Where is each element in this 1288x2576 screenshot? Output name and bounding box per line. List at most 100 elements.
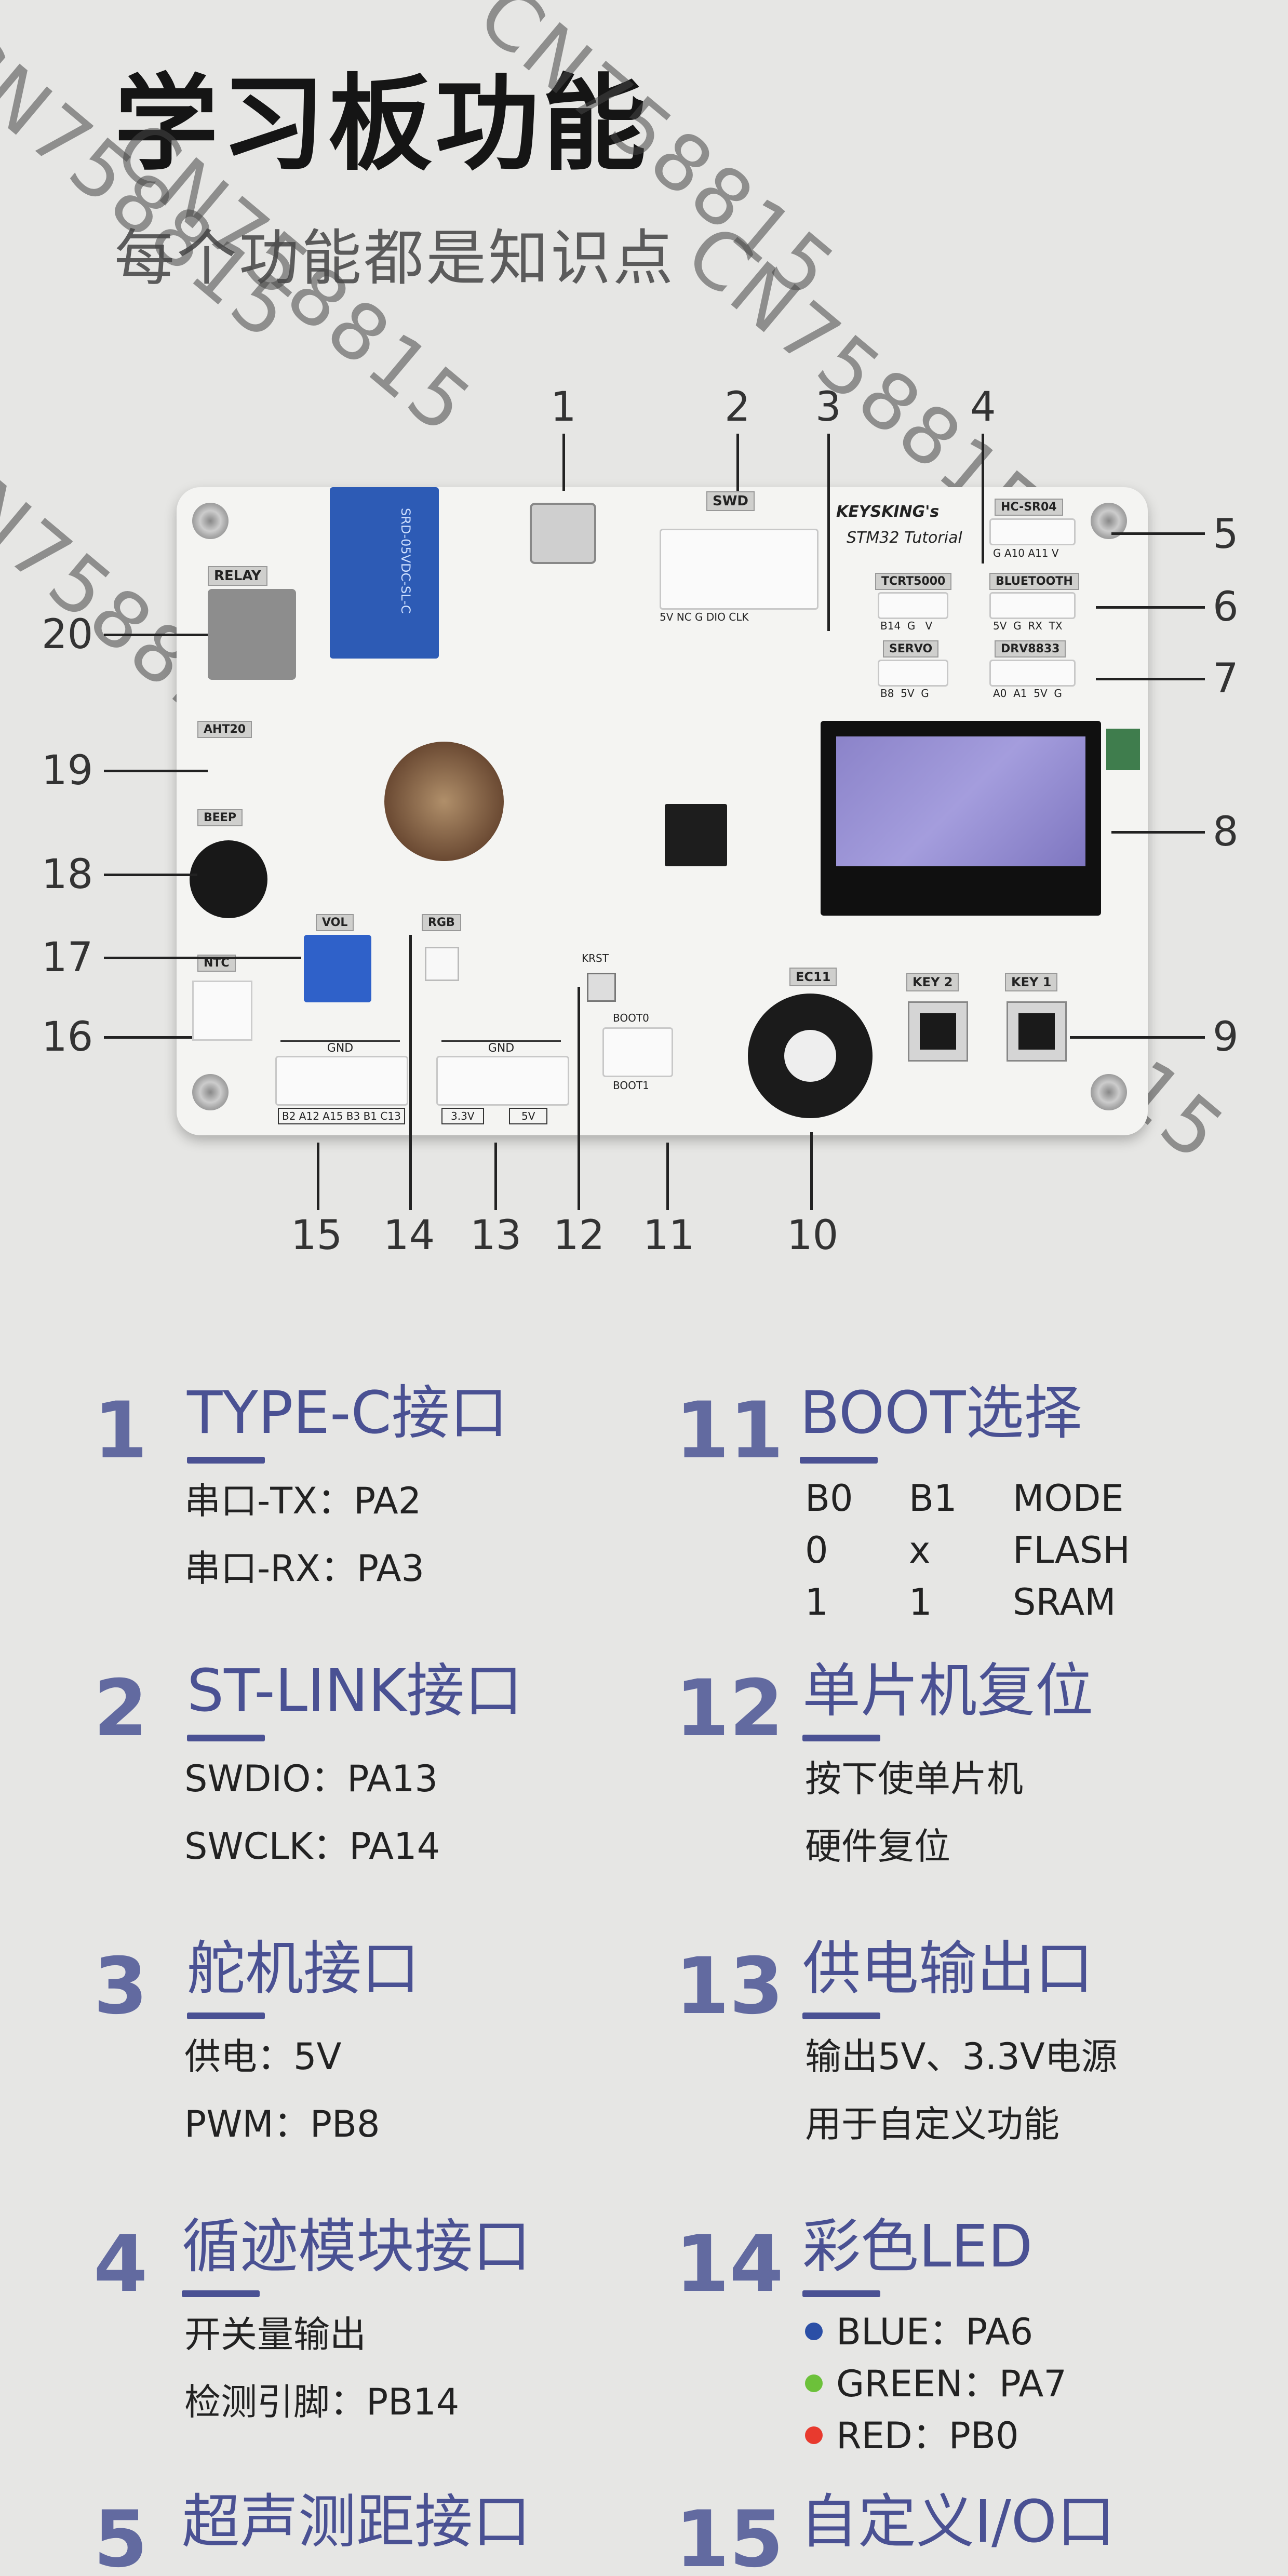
reset-button[interactable] <box>587 973 616 1002</box>
callout-6: 6 <box>1213 584 1239 630</box>
io-pin-labels: B2 A12 A15 B3 B1 C13 <box>278 1108 405 1124</box>
callout-8: 8 <box>1213 809 1239 855</box>
feature-number: 15 <box>675 2494 784 2576</box>
feature-title: 供电输出口 <box>802 1935 1093 2003</box>
potentiometer[interactable] <box>304 935 371 1002</box>
boot1-label: BOOT1 <box>613 1079 649 1092</box>
feature-title: 单片机复位 <box>802 1657 1093 1725</box>
feature-number: 2 <box>93 1663 148 1754</box>
hc-sr04-label: HC-SR04 <box>995 499 1063 516</box>
boot-cell: 1 <box>909 1581 932 1624</box>
feature-detail: SWCLK：PA14 <box>184 1825 440 1868</box>
tcrt-label: TCRT5000 <box>875 573 952 590</box>
feature-number: 12 <box>675 1663 784 1754</box>
boot-cell: FLASH <box>1013 1529 1130 1572</box>
rgb-label: RGB <box>422 914 461 931</box>
encoder-knob[interactable] <box>784 1030 836 1082</box>
led-label: GREEN：PA7 <box>836 2363 1067 2405</box>
boot-cell: 0 <box>805 1529 828 1572</box>
v33-label: 3.3V <box>441 1108 484 1124</box>
usb-c-port[interactable] <box>530 503 596 564</box>
dev-board: SRD-05VDC-SL-C RELAY SWD 5V NC G DIO CLK… <box>177 487 1148 1135</box>
drv8833-pins: A0 A1 5V G <box>993 687 1062 700</box>
callout-18: 18 <box>42 851 93 898</box>
callout-1: 1 <box>551 384 576 431</box>
boot-col-b0: B0 <box>805 1477 853 1520</box>
feature-detail: 输出5V、3.3V电源 <box>805 2035 1118 2078</box>
swd-label: SWD <box>706 491 755 511</box>
swd-pin-labels: 5V NC G DIO CLK <box>660 611 749 623</box>
rgb-led <box>425 947 459 981</box>
vol-label: VOL <box>316 914 354 931</box>
servo-header[interactable] <box>878 660 948 687</box>
oled-screen <box>836 736 1085 866</box>
board-brand: KEYSKING's <box>836 503 940 521</box>
feature-detail: PWM：PB8 <box>184 2103 380 2145</box>
feature-title: ST-LINK接口 <box>187 1657 523 1725</box>
callout-10: 10 <box>787 1212 839 1259</box>
led-green: GREEN：PA7 <box>805 2366 1067 2402</box>
feature-detail: 硬件复位 <box>805 1825 950 1868</box>
callout-5: 5 <box>1213 511 1239 558</box>
feature-detail: 开关量输出 <box>184 2313 366 2356</box>
key1-button[interactable] <box>1007 1001 1067 1062</box>
callout-16: 16 <box>42 1014 93 1061</box>
feature-detail: 检测引脚：PB14 <box>184 2381 460 2423</box>
led-red: RED：PB0 <box>805 2418 1019 2454</box>
page-subtitle: 每个功能都是知识点 <box>114 223 675 293</box>
callout-7: 7 <box>1213 655 1239 702</box>
feature-title: 舵机接口 <box>187 1935 420 2003</box>
coin-cell <box>384 742 504 861</box>
relay-label: RELAY <box>208 566 267 586</box>
gnd-label-1: GND <box>280 1040 400 1055</box>
relay-part-number: SRD-05VDC-SL-C <box>398 508 413 614</box>
feature-title: 循迹模块接口 <box>182 2213 531 2280</box>
bluetooth-label: BLUETOOTH <box>989 573 1079 590</box>
relay-module: SRD-05VDC-SL-C <box>330 487 439 659</box>
callout-12: 12 <box>553 1212 605 1259</box>
callout-19: 19 <box>42 747 93 794</box>
feature-detail: 串口-RX：PA3 <box>184 1547 425 1590</box>
ec11-label: EC11 <box>789 968 837 986</box>
green-dot-icon <box>805 2374 823 2392</box>
gnd-label-2: GND <box>441 1040 561 1055</box>
led-label: RED：PB0 <box>836 2414 1019 2457</box>
drv8833-header[interactable] <box>989 660 1076 687</box>
feature-number: 11 <box>675 1386 784 1476</box>
callout-4: 4 <box>970 384 996 431</box>
mcu-chip <box>665 804 727 866</box>
board-product: STM32 Tutorial <box>847 529 962 547</box>
feature-title: 超声测距接口 <box>182 2488 531 2556</box>
servo-pins: B8 5V G <box>880 687 929 700</box>
feature-number: 4 <box>93 2219 148 2310</box>
mount-hole <box>192 1074 229 1110</box>
feature-number: 1 <box>93 1386 148 1476</box>
key2-button[interactable] <box>908 1001 968 1062</box>
tcrt-header[interactable] <box>878 592 948 619</box>
feature-title: TYPE-C接口 <box>187 1379 508 1447</box>
led-blue: BLUE：PA6 <box>805 2314 1033 2350</box>
boot-cell: SRAM <box>1013 1581 1116 1624</box>
boot-cell: x <box>909 1529 931 1572</box>
hc-sr04-header[interactable] <box>989 518 1076 545</box>
power-header[interactable] <box>436 1056 569 1106</box>
mount-hole <box>192 503 229 539</box>
boot-jumpers[interactable] <box>602 1027 673 1077</box>
feature-detail: 串口-TX：PA2 <box>184 1480 422 1522</box>
oled-ribbon <box>1106 729 1140 770</box>
bluetooth-header[interactable] <box>989 592 1076 619</box>
oled-display <box>821 721 1101 916</box>
callout-9: 9 <box>1213 1014 1239 1061</box>
callout-17: 17 <box>42 934 93 981</box>
drv8833-label: DRV8833 <box>995 640 1066 658</box>
servo-label: SERVO <box>883 640 939 658</box>
page-title: 学习板功能 <box>114 64 650 185</box>
ntc-connector[interactable] <box>192 981 252 1041</box>
io-header[interactable] <box>275 1056 408 1106</box>
swd-header[interactable] <box>660 529 819 610</box>
krst-label: KRST <box>582 952 609 964</box>
rotary-encoder[interactable] <box>748 994 873 1118</box>
blue-dot-icon <box>805 2322 823 2340</box>
bluetooth-pins: 5V G RX TX <box>993 620 1063 632</box>
